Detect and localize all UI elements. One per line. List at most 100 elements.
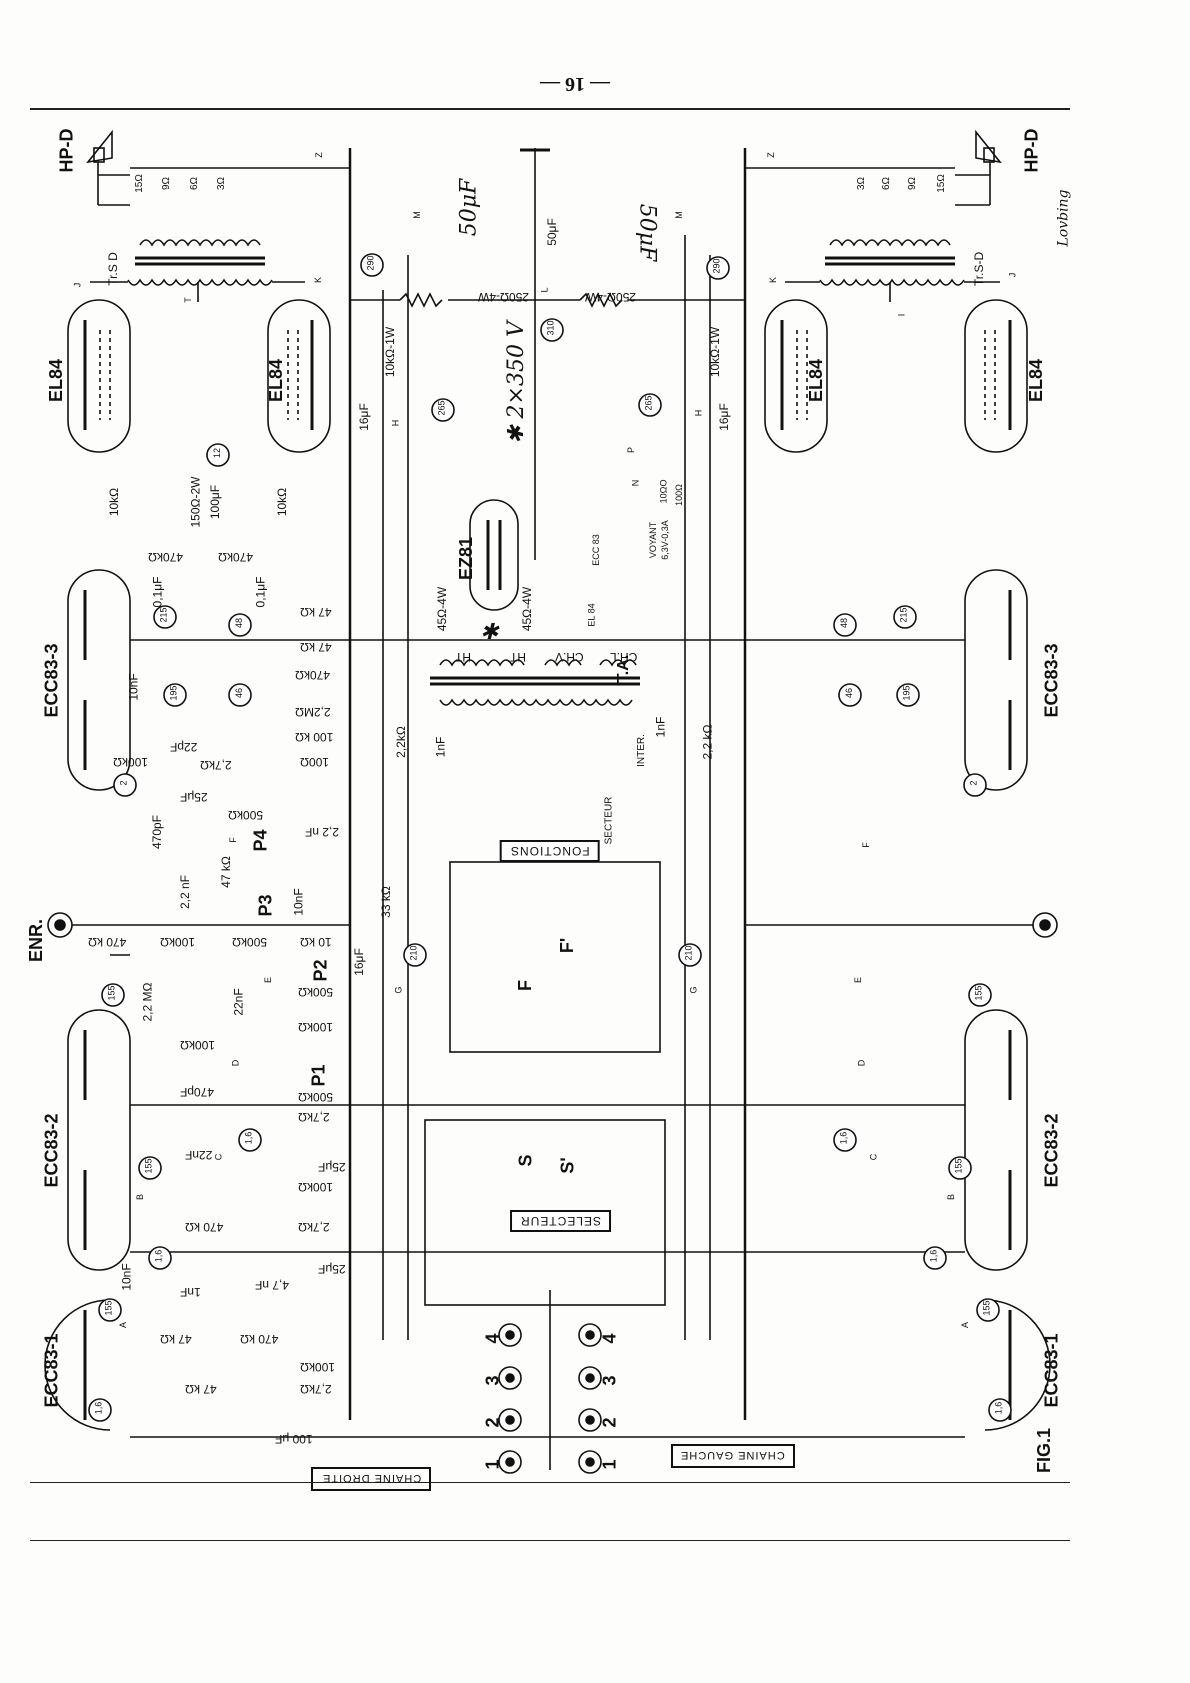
tube-el84-right-2 [964,299,1028,453]
node-f-right: F [860,842,871,848]
tap-left-1: 15Ω [133,174,145,193]
supply-r22k-left: 2,2kΩ [393,726,408,758]
node-k-left: K [313,276,324,284]
lc-r27kA: 2,7kΩ [300,1382,332,1396]
tube-ecc83-3-left [67,569,131,791]
lc-p4: P4 [250,829,271,852]
node-i: I [896,313,907,317]
supply-cap-center: 50μF [544,218,559,246]
resistor-250-right [535,292,745,308]
jack-left-3: 3 [482,1375,503,1386]
supply-secteur: SECTEUR [603,796,615,845]
voltage-circles [88,253,1012,1422]
volt-210-left: 210 [408,945,419,961]
node-t: T [182,297,193,303]
input-jacks [498,1290,602,1474]
tube-label-el84-2: EL84 [266,358,287,403]
tap-right-1: 3Ω [856,176,868,191]
lc-r470k-enr: 470 kΩ [88,935,127,949]
lc-r27k: 2,7kΩ [200,758,232,772]
supply-ht-1: HT [455,650,471,664]
lc-cathode-c: 100μF [208,484,223,520]
node-j-right: J [1007,272,1018,278]
lc-r100kD: 100kΩ [180,1038,215,1052]
volt-46-right: 46 [844,687,855,699]
lc-c470p: 470pF [150,814,165,850]
supply-r-drop-right: 10kΩ-1W [708,326,723,378]
tube-ez81 [469,499,519,611]
lc-grid-r1: 10kΩ [107,487,122,517]
volt-48-left: 48 [234,617,245,629]
node-k-right: K [768,276,779,284]
jack-left-1: 1 [482,1459,503,1470]
volt-290-left: 290 [365,255,376,271]
lc-c22p: 22pF [170,740,198,754]
lc-r470b: 470kΩ [218,550,253,564]
lc-r100kB: 100kΩ [298,1180,333,1194]
transformer-left-label: Tr.S D [105,252,120,286]
lc-c100: 100 μF [275,1432,313,1446]
tube-label-el84-1: EL84 [46,358,67,403]
tap-left-4: 3Ω [216,176,228,191]
node-f-left: F [227,837,238,843]
lc-p2: P2 [310,959,331,982]
lc-c10n2: 10nF [291,888,306,916]
switch-f-prime[interactable]: F' [557,937,578,954]
jack-right-3: 3 [599,1375,620,1386]
lc-r22m2: 2,2 MΩ [140,982,155,1022]
output-transformer-right [785,239,1000,302]
volt-155-right-3: 155 [981,1300,992,1316]
node-e-right: E [853,976,864,984]
supply-c1n-left: 1nF [433,736,448,758]
enr-jack-right [745,912,1058,938]
node-n: N [630,479,641,487]
tap-left-2: 9Ω [161,176,173,191]
tube-label-ecc83-2-left: ECC83-2 [41,1113,62,1188]
volt-12: 12 [212,447,223,459]
pilot-voyant: VOYANT [648,521,659,559]
node-o: O [658,479,669,487]
volt-46-left: 46 [234,687,245,699]
node-d-left: D [230,1059,241,1067]
volt-215-left: 215 [158,607,169,623]
tube-ecc83-2-left [67,1009,131,1271]
jack-left-2: 2 [482,1417,503,1428]
supply-r-rect-right: 45Ω-4W [520,586,535,632]
volt-290-right: 290 [711,258,722,274]
volt-265-right: 265 [643,395,654,411]
node-b-left: B [135,1193,146,1201]
selecteur-switch-frame [424,1119,666,1306]
tap-right-2: 6Ω [881,176,893,191]
volt-265-left: 265 [436,400,447,416]
handwritten-star: ✱ [480,620,499,645]
tube-label-ecc83-3-right: ECC83-3 [1041,643,1062,718]
node-g-right: G [688,986,699,994]
pilot-lamp: 6,3V-0,3A [659,520,670,560]
switch-s[interactable]: S [515,1154,536,1167]
lc-p2v: 500kΩ [298,985,333,999]
supply-r-rect-left: 45Ω-4W [435,586,450,632]
speaker-right [955,129,1002,206]
lc-r27k2: 2,7kΩ [298,1110,330,1124]
switch-f[interactable]: F [515,980,535,991]
lc-p1: P1 [308,1064,329,1087]
supply-r-right: 250Ω-4W [585,290,636,304]
node-l: L [539,287,550,293]
switch-s-prime[interactable]: S' [557,1157,578,1174]
lc-r100ka: 100kΩ [113,755,148,769]
lc-c47n: 4,7 nF [255,1278,290,1292]
lc-c22n: 2,2 nF [305,825,340,839]
tube-ecc83-2-right [964,1009,1028,1271]
volt-48-right: 48 [839,617,850,629]
lc-r100k: 100 kΩ [295,730,334,744]
lc-cathode-r: 150Ω-2W [188,476,203,528]
lc-c10nA: 10nF [119,1263,134,1291]
node-a-left: A [118,1321,129,1329]
volt-210-right: 210 [683,945,694,961]
tube-el84-left-2 [267,299,331,453]
footer-rule [30,1540,1070,1541]
volt-16-left-2: 1,6 [153,1249,164,1263]
lc-c25c: 25μF [318,1262,346,1276]
